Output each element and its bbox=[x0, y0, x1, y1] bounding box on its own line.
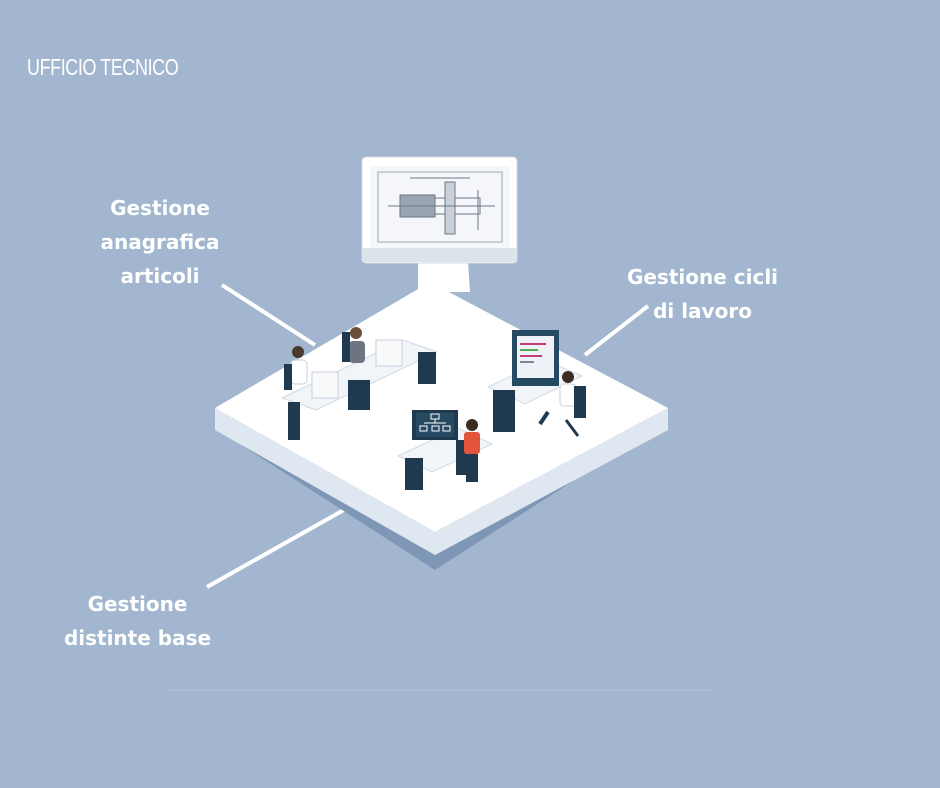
label-line: di lavoro bbox=[653, 299, 752, 323]
technical-drawing bbox=[377, 171, 503, 243]
main-monitor-base bbox=[362, 248, 517, 262]
pedestal bbox=[418, 262, 470, 292]
label-line: articoli bbox=[120, 264, 200, 288]
label-line: Gestione bbox=[110, 196, 210, 220]
label-line: distinte base bbox=[63, 626, 212, 650]
connector-line-distinte bbox=[206, 500, 359, 589]
left-desks bbox=[280, 327, 439, 440]
label-line: Gestione bbox=[87, 592, 188, 616]
platform-top bbox=[215, 282, 668, 532]
center-desk bbox=[396, 410, 494, 490]
label-gestione-cicli-di-lavoro: Gestione cicli di lavoro bbox=[620, 260, 785, 328]
right-desk bbox=[486, 330, 586, 437]
connector-line-cicli bbox=[583, 304, 650, 357]
connector-line-articoli bbox=[220, 283, 317, 347]
label-line: Gestione cicli bbox=[626, 265, 779, 289]
label-gestione-anagrafica-articoli: Gestione anagrafica articoli bbox=[100, 191, 220, 293]
label-gestione-distinte-base: Gestione distinte base bbox=[60, 587, 215, 655]
label-line: anagrafica bbox=[100, 230, 220, 254]
main-monitor-screen bbox=[370, 166, 510, 248]
page-title: UFFICIO TECNICO bbox=[27, 54, 179, 80]
